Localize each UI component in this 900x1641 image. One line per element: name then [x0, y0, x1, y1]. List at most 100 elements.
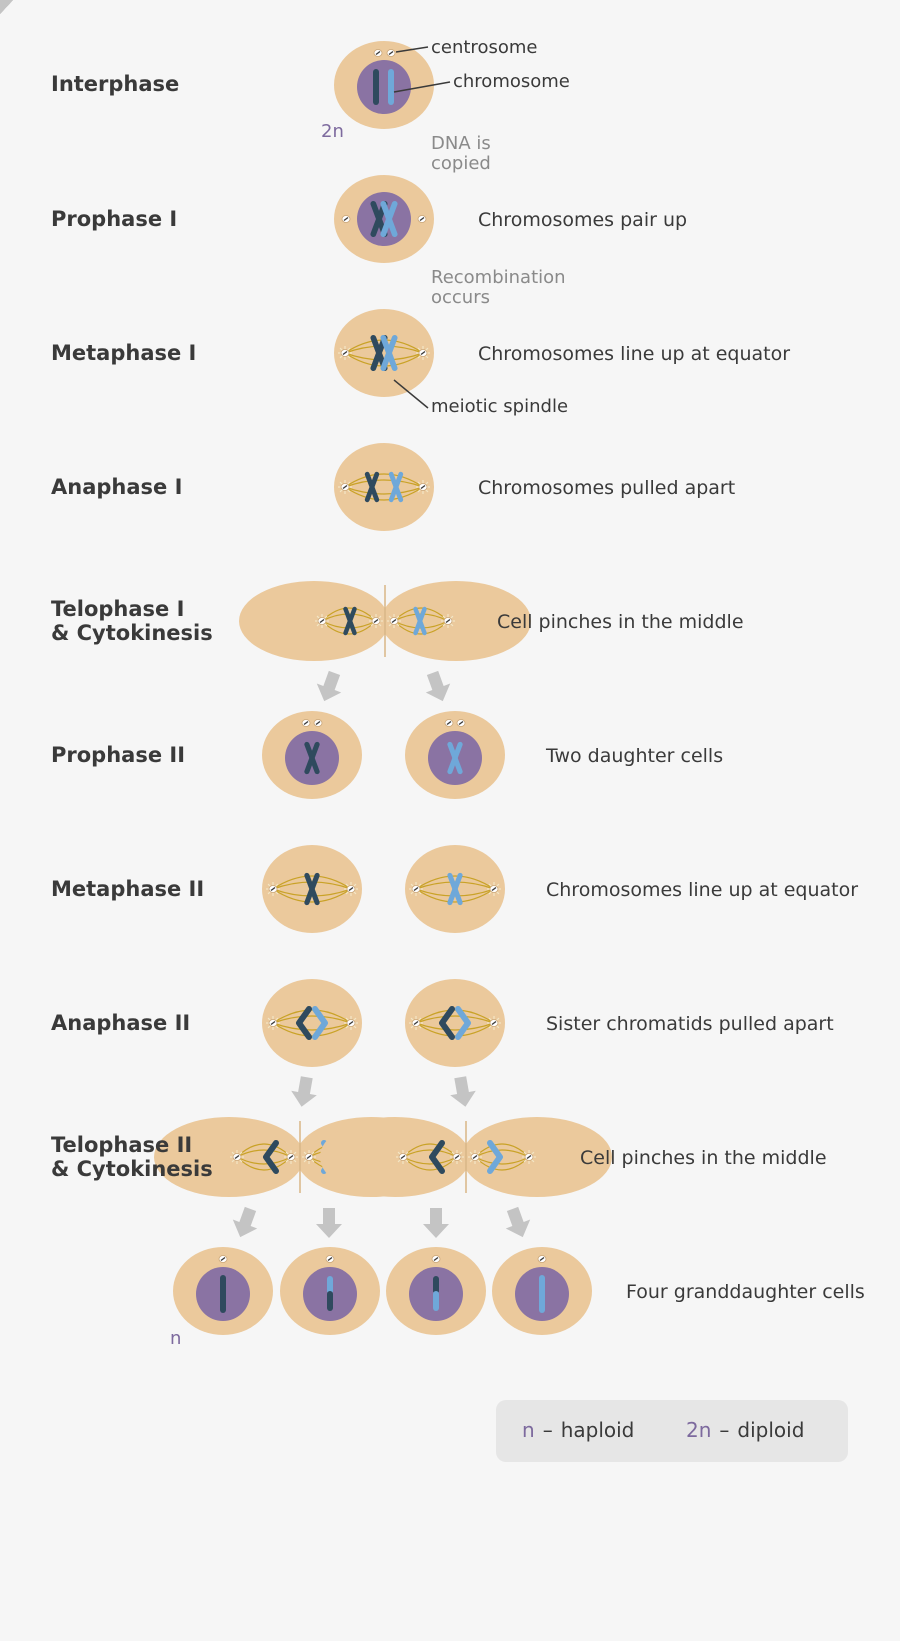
spindle-fibers — [338, 473, 430, 501]
cell-lobe — [320, 1117, 470, 1197]
aster-icon — [468, 1150, 482, 1164]
stage-label-interphase: Interphase — [51, 72, 180, 96]
legend-haploid-label: haploid — [560, 1418, 635, 1442]
centrosome-icon — [418, 349, 428, 357]
legend-diploid: 2n–diploid — [686, 1418, 804, 1442]
cell-membrane — [405, 979, 505, 1067]
chromatid — [380, 334, 398, 372]
chromosome-x — [388, 471, 404, 503]
centrosome-icon — [304, 1153, 314, 1161]
centriole — [413, 1020, 419, 1026]
centrosome-icon — [431, 1255, 441, 1263]
cell-lobe — [239, 581, 389, 661]
cell-prophase-ii — [262, 711, 362, 799]
arrow-shape — [425, 670, 451, 702]
stage-label-metaphase-i: Metaphase I — [51, 341, 197, 365]
desc-granddaughter: Four granddaughter cells — [626, 1281, 865, 1303]
centriole — [433, 1256, 439, 1262]
spindle-fiber — [272, 1015, 352, 1024]
centrosome-icon — [371, 617, 381, 625]
centrosome-icon — [417, 215, 427, 223]
centrosome-icon — [373, 49, 383, 57]
chromatid-chevron — [296, 1006, 312, 1040]
centriole — [234, 1154, 240, 1160]
centriole — [220, 1256, 226, 1262]
down-arrow-icon — [505, 1206, 531, 1238]
aster-icon — [409, 1016, 423, 1030]
centriole — [288, 1154, 294, 1160]
desc-metaphase-i: Chromosomes line up at equator — [478, 343, 791, 365]
centrosome-icon — [537, 1255, 547, 1263]
spindle-fibers — [387, 607, 455, 635]
centrosome-icon — [340, 483, 350, 491]
centriole — [319, 618, 325, 624]
centrosome-icon — [411, 885, 421, 893]
chromatid — [343, 606, 357, 636]
spindle-fiber — [415, 1015, 495, 1024]
centrosome-icon — [340, 349, 350, 357]
cell-prophase-ii — [405, 711, 505, 799]
chromatid-chevron — [263, 1140, 279, 1174]
centrosome-icon — [389, 617, 399, 625]
centrosome-icon — [489, 1019, 499, 1027]
cell-granddaughter — [280, 1247, 380, 1335]
centrosome-icon — [346, 1019, 356, 1027]
centriole — [491, 886, 497, 892]
centriole — [420, 350, 426, 356]
cell-lobe — [154, 1117, 304, 1197]
down-arrow-icon — [316, 670, 342, 702]
spindle-fiber — [272, 875, 352, 890]
aster-icon — [338, 346, 352, 360]
centriole — [391, 618, 397, 624]
centrosome-icon — [218, 1255, 228, 1263]
cell-metaphase-ii — [405, 845, 505, 933]
stage-label-telophase-i: Telophase I & Cytokinesis — [51, 597, 213, 645]
stage-label-prophase-ii: Prophase II — [51, 743, 186, 767]
arrow-shape — [450, 1076, 476, 1107]
spindle-callout-line — [393, 379, 429, 409]
chromatid-chevron — [487, 1140, 503, 1174]
centriole — [327, 1256, 333, 1262]
arrow-shape — [232, 1206, 258, 1238]
aster-icon — [387, 614, 401, 628]
centriole — [315, 720, 321, 726]
callout-meiotic-spindle: meiotic spindle — [431, 396, 569, 417]
legend-haploid: n–haploid — [522, 1418, 634, 1442]
spindle-fiber — [272, 888, 352, 903]
cell-granddaughter — [386, 1247, 486, 1335]
desc-prophase-i: Chromosomes pair up — [478, 209, 688, 231]
cell-metaphase-ii — [262, 845, 362, 933]
ploidy-mark-n: n — [170, 1328, 182, 1349]
centrosome-icon — [398, 1153, 408, 1161]
legend-haploid-symbol: n — [522, 1418, 535, 1442]
nucleus — [357, 60, 411, 114]
chromosome-x — [364, 471, 380, 503]
arrow-shape — [423, 1208, 449, 1238]
ploidy-mark-2n: 2n — [321, 121, 344, 142]
aster-icon — [230, 1150, 244, 1164]
chromatid — [364, 471, 380, 503]
centriole — [420, 484, 426, 490]
centrosome-icon — [346, 885, 356, 893]
arrow-shape — [291, 1076, 317, 1107]
aster-icon — [416, 346, 430, 360]
centriole — [373, 618, 379, 624]
centrosome-icon — [341, 215, 351, 223]
arrow-shape — [316, 670, 342, 702]
centrosome-icon — [232, 1153, 242, 1161]
spindle-fiber — [415, 888, 495, 903]
centrosome-icon — [443, 617, 453, 625]
chromatid-chevron — [312, 1006, 328, 1040]
centriole — [539, 1256, 545, 1262]
centrosome-icon — [456, 719, 466, 727]
cell-telophase-i — [239, 581, 531, 661]
spindle-fiber — [474, 1149, 530, 1158]
down-arrow-icon — [232, 1206, 258, 1238]
centrosome-icon — [268, 1019, 278, 1027]
desc-metaphase-ii: Chromosomes line up at equator — [546, 879, 859, 901]
spindle-fibers — [409, 875, 501, 903]
aster-icon — [450, 1150, 464, 1164]
legend-dash: – — [542, 1418, 553, 1442]
centriole — [348, 886, 354, 892]
aster-icon — [416, 480, 430, 494]
